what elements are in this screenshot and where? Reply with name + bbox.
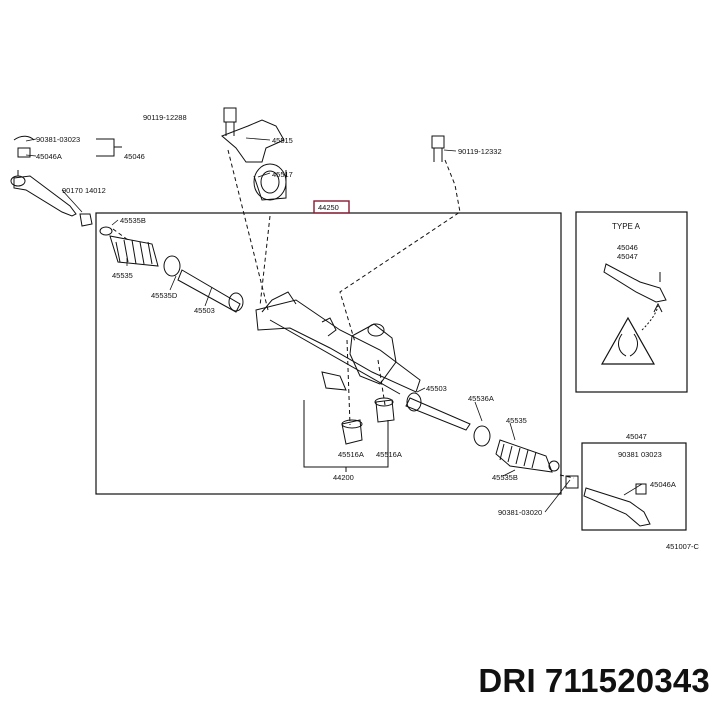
- inset-b-line2: 45046A: [650, 480, 676, 489]
- label-45046A: 45046A: [36, 152, 62, 161]
- label-90119-12288: 90119-12288: [143, 113, 187, 122]
- label-45535-right: 45535: [506, 416, 527, 425]
- label-45503-right: 45503: [426, 384, 447, 393]
- label-45535B-right: 45535B: [492, 473, 518, 482]
- part-number: 711520343: [544, 662, 710, 699]
- guide-lines: [112, 149, 575, 479]
- label-45535: 45535: [112, 271, 133, 280]
- brand-name: DRI: [478, 662, 536, 699]
- label-45515: 45515: [272, 136, 293, 145]
- inset-b: [581, 442, 687, 531]
- type-a-title: TYPE A: [612, 222, 641, 231]
- type-a-inset: [575, 211, 688, 393]
- label-45516A-left: 45516A: [338, 450, 364, 459]
- inset-b-drawing: [583, 483, 651, 527]
- inset-b-title: 45047: [626, 432, 647, 441]
- type-a-drawing: [600, 263, 667, 365]
- label-90381-03020: 90381-03020: [498, 508, 542, 517]
- label-90170-14012: 90170 14012: [62, 186, 106, 195]
- inset-b-line1: 90381 03023: [618, 450, 662, 459]
- type-a-line1: 45046: [617, 243, 638, 252]
- label-45503: 45503: [194, 306, 215, 315]
- label-45516A-right: 45516A: [376, 450, 402, 459]
- label-44250: 44250: [318, 203, 339, 212]
- label-45535B: 45535B: [120, 216, 146, 225]
- bracket-45046: [96, 138, 115, 157]
- label-44200: 44200: [333, 473, 354, 482]
- type-a-line2: 45047: [617, 252, 638, 261]
- label-45046: 45046: [124, 152, 145, 161]
- label-45517: 45517: [272, 170, 293, 179]
- part-44250-box: [313, 200, 350, 214]
- label-45536A: 45536A: [468, 394, 494, 403]
- label-90119-12332: 90119-12332: [458, 147, 502, 156]
- label-45535D: 45535D: [151, 291, 178, 300]
- rack-housing: [255, 291, 421, 395]
- boot-left: [99, 226, 244, 313]
- mount-bracket: [221, 107, 287, 201]
- rubber-mounts: [341, 397, 395, 445]
- label-90381-03023: 90381-03023: [36, 135, 80, 144]
- nut-right: [565, 475, 579, 489]
- tie-rod-end-left: [10, 135, 93, 227]
- boot-right: [405, 392, 560, 473]
- diagram-code: 451007-C: [666, 542, 700, 551]
- bolt-right: [431, 135, 445, 162]
